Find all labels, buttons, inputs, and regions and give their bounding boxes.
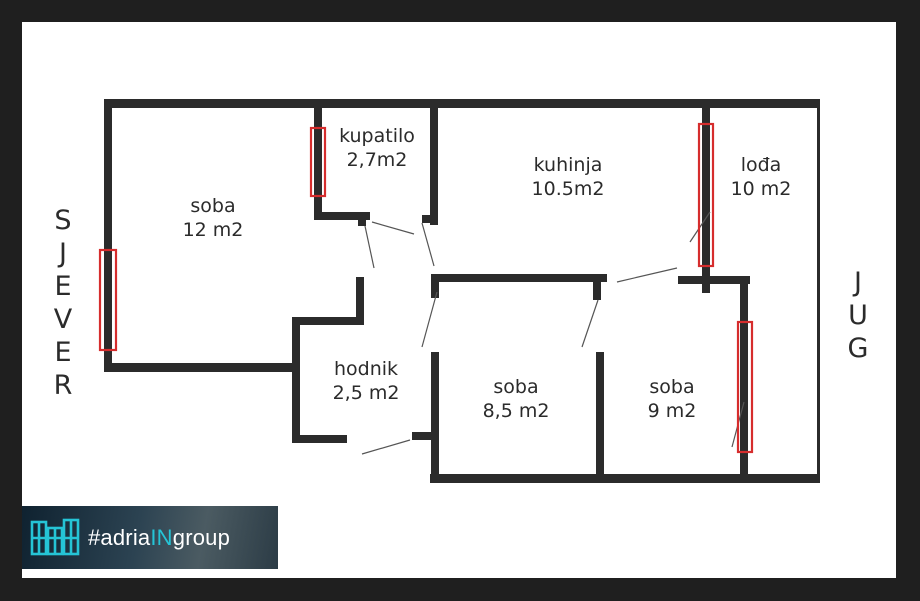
compass-letter: G bbox=[847, 333, 869, 364]
wall-loggia-bottom bbox=[678, 276, 750, 284]
window-right-room bbox=[736, 320, 754, 454]
compass-letter: E bbox=[54, 337, 72, 368]
door-swing-4 bbox=[616, 267, 678, 283]
room-name: soba bbox=[493, 376, 539, 398]
wall-corridor-post bbox=[431, 274, 439, 298]
room-label-soba-left: soba 12 m2 bbox=[183, 194, 244, 242]
wall-mid-room-left bbox=[431, 352, 439, 482]
room-area: 10.5m2 bbox=[531, 178, 605, 200]
room-name: lođa bbox=[740, 154, 782, 176]
walls bbox=[104, 99, 820, 483]
room-area: 2,5 m2 bbox=[332, 382, 400, 404]
compass-north-label: S J E V E R bbox=[48, 204, 78, 402]
wall-entry-stub bbox=[412, 432, 439, 440]
wall-hall-bottom bbox=[292, 435, 347, 443]
floor-plan-drawing bbox=[98, 99, 820, 483]
wall-loggia-left bbox=[702, 99, 710, 293]
wall-bath-right bbox=[430, 99, 438, 225]
room-area: 8,5 m2 bbox=[482, 400, 550, 422]
door-swing-7 bbox=[361, 439, 411, 455]
compass-letter: R bbox=[53, 370, 73, 401]
wall-bath-bottom bbox=[314, 212, 370, 220]
room-label-hodnik: hodnik 2,5 m2 bbox=[333, 357, 400, 405]
brand-wordmark: #adriaINgroup bbox=[88, 525, 230, 551]
wall-right-room-right bbox=[740, 276, 748, 483]
window-kitchen-loggia bbox=[697, 122, 715, 268]
room-name: kupatilo bbox=[339, 125, 415, 147]
room-label-soba-mid: soba 8,5 m2 bbox=[483, 375, 550, 423]
compass-letter: V bbox=[53, 304, 73, 335]
wall-hall-top bbox=[292, 317, 362, 325]
window-left-room bbox=[98, 248, 118, 352]
wall-hall-left bbox=[292, 317, 300, 443]
floor-plan-canvas: soba 12 m2 kupatilo 2,7m2 kuhinja 10.5m2… bbox=[22, 22, 896, 578]
brand-accent: IN bbox=[150, 524, 173, 550]
room-area: 9 m2 bbox=[647, 400, 697, 422]
door-swing-1 bbox=[364, 225, 375, 269]
window-bathroom bbox=[309, 126, 327, 198]
room-area: 10 m2 bbox=[730, 178, 792, 200]
room-name: soba bbox=[190, 195, 236, 217]
wall-left-room-bottom bbox=[104, 363, 296, 372]
brand-prefix: #adria bbox=[88, 524, 151, 550]
room-label-soba-right: soba 9 m2 bbox=[648, 375, 697, 423]
compass-letter: S bbox=[54, 205, 72, 236]
room-name: soba bbox=[649, 376, 695, 398]
room-name: kuhinja bbox=[533, 154, 603, 176]
wall-kitchen-bottom bbox=[431, 274, 607, 282]
compass-letter: E bbox=[54, 271, 72, 302]
door-swings bbox=[361, 211, 745, 455]
door-swing-3 bbox=[421, 222, 435, 267]
wall-bath-left bbox=[314, 99, 322, 220]
compass-letter: J bbox=[854, 267, 862, 298]
room-area: 12 m2 bbox=[182, 219, 244, 241]
brand-suffix: group bbox=[172, 524, 231, 550]
windows bbox=[98, 122, 754, 454]
room-label-loda: lođa 10 m2 bbox=[731, 153, 792, 201]
compass-letter: J bbox=[59, 238, 67, 269]
wall-right bbox=[817, 99, 820, 483]
wall-kitchen-door-jamb bbox=[593, 274, 601, 300]
room-label-kuhinja: kuhinja 10.5m2 bbox=[532, 153, 605, 201]
wall-mid-room-right bbox=[596, 352, 604, 482]
wall-bath-door-jamb bbox=[358, 212, 366, 226]
buildings-logo-icon bbox=[30, 518, 80, 555]
wall-top bbox=[104, 99, 820, 108]
wall-hall-stub bbox=[356, 277, 364, 325]
wall-bath-right-stub bbox=[422, 215, 438, 223]
door-swing-5 bbox=[581, 299, 599, 348]
room-label-kupatilo: kupatilo 2,7m2 bbox=[339, 124, 415, 172]
compass-letter: U bbox=[848, 300, 868, 331]
compass-south-label: J U G bbox=[843, 266, 873, 365]
wall-bottom bbox=[430, 474, 820, 483]
brand-logo: #adriaINgroup bbox=[22, 506, 278, 569]
room-name: hodnik bbox=[333, 358, 399, 380]
door-swing-6 bbox=[421, 291, 438, 348]
door-swing-2 bbox=[371, 221, 415, 235]
wall-left bbox=[104, 99, 112, 372]
room-area: 2,7m2 bbox=[346, 149, 408, 171]
